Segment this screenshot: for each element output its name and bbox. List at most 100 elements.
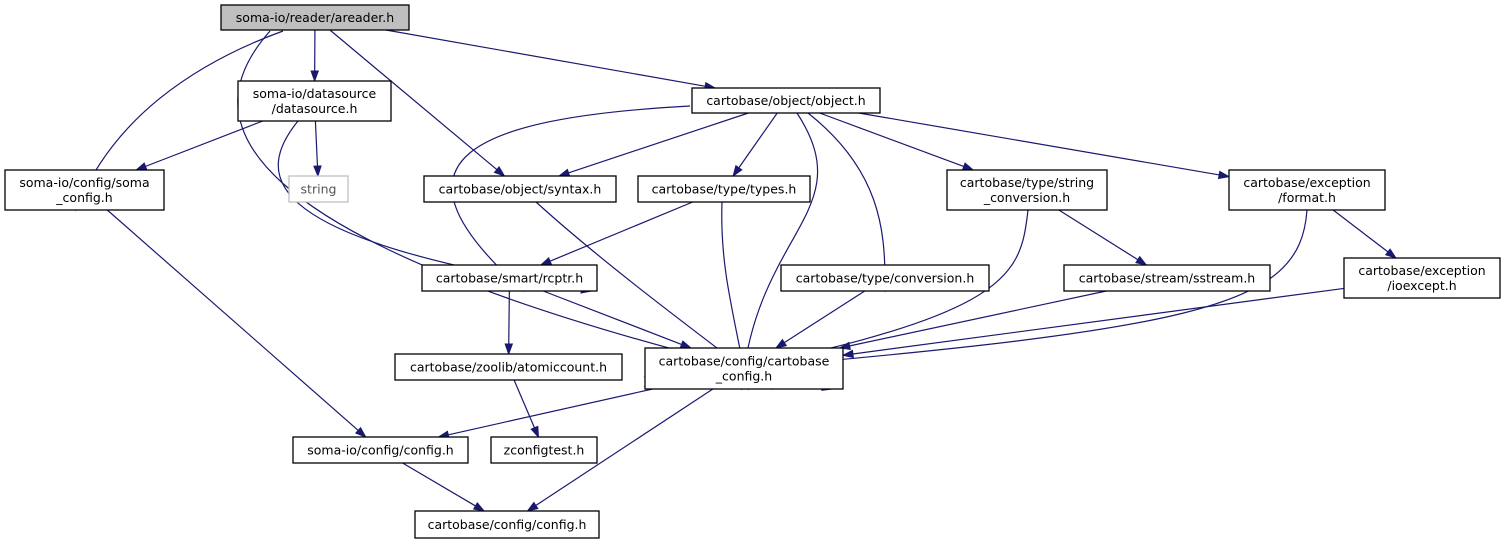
edge-conversion-to-cartobase_config <box>774 290 866 349</box>
edge-line <box>508 290 510 346</box>
node-label: cartobase/type/conversion.h <box>796 271 975 286</box>
node-datasource[interactable]: soma-io/datasource/datasource.h <box>237 80 392 122</box>
edge-areader-to-datasource <box>310 29 319 83</box>
node-zconfigtest[interactable]: zconfigtest.h <box>490 436 598 464</box>
node-box <box>780 264 990 292</box>
node-label: cartobase/zoolib/atomiccount.h <box>410 360 607 375</box>
edge-object-to-format <box>858 112 1231 180</box>
node-box <box>421 264 598 292</box>
node-label: cartobase/exception <box>1243 175 1370 190</box>
node-rcptr[interactable]: cartobase/smart/rcptr.h <box>421 264 598 292</box>
edge-line <box>402 462 477 507</box>
edge-line <box>567 112 749 174</box>
edge-line <box>447 388 653 436</box>
node-sstream[interactable]: cartobase/stream/sstream.h <box>1063 264 1271 292</box>
node-box <box>691 87 881 114</box>
edge-sstream-to-cartobase_config <box>838 290 1107 351</box>
arrowhead-icon <box>504 343 514 356</box>
node-box <box>946 169 1108 211</box>
arrowhead-icon <box>1135 255 1148 266</box>
node-object[interactable]: cartobase/object/object.h <box>691 87 881 114</box>
edge-line <box>106 209 360 432</box>
arrowhead-icon <box>313 165 322 178</box>
node-box <box>1063 264 1271 292</box>
node-label: soma-io/config/config.h <box>307 443 453 458</box>
edge-atomiccount-to-zconfigtest <box>513 379 540 439</box>
node-label: _config.h <box>715 369 772 384</box>
edge-line <box>848 290 1107 347</box>
node-box <box>288 175 349 203</box>
edge-config-to-cb_config <box>402 462 486 512</box>
node-atomiccount[interactable]: cartobase/zoolib/atomiccount.h <box>394 353 623 381</box>
node-box <box>423 175 617 203</box>
node-label: cartobase/exception <box>1358 263 1485 278</box>
arrowhead-icon <box>732 164 743 178</box>
node-label: /format.h <box>1278 190 1336 205</box>
arrowhead-icon <box>557 168 571 177</box>
node-label: soma-io/reader/areader.h <box>236 10 394 25</box>
arrowhead-icon <box>774 338 788 349</box>
node-label: cartobase/stream/sstream.h <box>1079 271 1255 286</box>
node-label: zconfigtest.h <box>504 443 585 458</box>
arrowhead-icon <box>530 425 540 439</box>
edge-datasource-to-string <box>313 120 322 178</box>
edge-line <box>742 112 819 381</box>
node-box <box>4 169 165 211</box>
node-config[interactable]: soma-io/config/config.h <box>292 436 469 464</box>
edge-line <box>1058 209 1140 261</box>
node-string_conversion[interactable]: cartobase/type/string_conversion.h <box>946 169 1108 211</box>
edge-areader-to-syntax <box>329 29 506 177</box>
edge-cartobase_config-to-config <box>437 388 653 439</box>
edge-line <box>534 388 714 507</box>
edge-rcptr-to-cartobase_config <box>542 290 693 349</box>
node-cartobase_config[interactable]: cartobase/config/cartobase_config.h <box>644 347 844 390</box>
node-box <box>237 80 392 122</box>
edge-rcptr-to-atomiccount <box>504 290 514 356</box>
arrowhead-icon <box>134 162 148 171</box>
node-label: cartobase/type/types.h <box>652 182 797 197</box>
node-conversion[interactable]: cartobase/type/conversion.h <box>780 264 990 292</box>
arrowhead-icon <box>841 349 854 359</box>
arrowhead-icon <box>961 162 975 171</box>
node-label: _config.h <box>55 190 112 205</box>
node-soma_config[interactable]: soma-io/config/soma_config.h <box>4 169 165 211</box>
node-box <box>644 347 844 390</box>
node-syntax[interactable]: cartobase/object/syntax.h <box>423 175 617 203</box>
arrowhead-icon <box>539 256 553 266</box>
node-label: cartobase/smart/rcptr.h <box>436 271 583 286</box>
node-box <box>394 353 623 381</box>
arrowhead-icon <box>354 426 367 438</box>
node-box <box>637 175 811 203</box>
node-string: string <box>288 175 349 203</box>
arrowhead-icon <box>526 501 539 512</box>
edge-line <box>783 290 866 344</box>
node-label: soma-io/config/soma <box>19 175 149 190</box>
edge-line <box>1332 209 1390 254</box>
node-label: cartobase/config/config.h <box>428 517 587 532</box>
node-label: _conversion.h <box>983 190 1070 205</box>
node-format[interactable]: cartobase/exception/format.h <box>1228 169 1386 211</box>
node-types[interactable]: cartobase/type/types.h <box>637 175 811 203</box>
edge-line <box>513 379 536 429</box>
node-cb_config[interactable]: cartobase/config/config.h <box>414 510 600 539</box>
node-label: cartobase/object/syntax.h <box>439 182 602 197</box>
edge-line <box>329 29 498 171</box>
edge-areader-to-object <box>385 29 717 91</box>
node-areader[interactable]: soma-io/reader/areader.h <box>220 4 410 31</box>
edge-datasource-to-soma_config <box>134 120 264 171</box>
arrowhead-icon <box>1384 248 1398 259</box>
edge-cartobase_config-to-cb_config <box>526 388 714 512</box>
edge-object-to-conversion <box>807 112 890 293</box>
node-box <box>1228 169 1386 211</box>
edge-line <box>851 287 1345 355</box>
node-label: soma-io/datasource <box>253 86 377 101</box>
node-box <box>414 510 600 539</box>
edge-line <box>277 120 583 291</box>
node-ioexcept[interactable]: cartobase/exception/ioexcept.h <box>1343 257 1501 299</box>
node-box <box>292 436 469 464</box>
edge-object-to-syntax <box>557 112 749 177</box>
node-label: cartobase/object/object.h <box>706 93 865 108</box>
node-box <box>490 436 598 464</box>
node-layer: soma-io/reader/areader.h soma-io/datasour… <box>4 4 1501 539</box>
